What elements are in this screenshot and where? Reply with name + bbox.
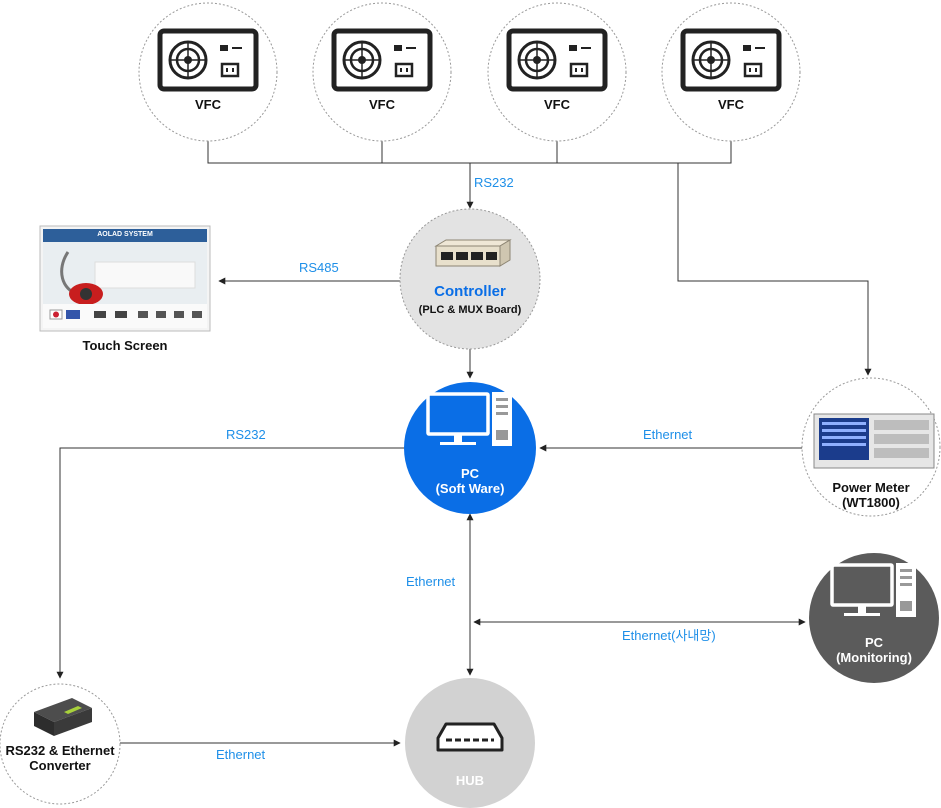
touch-screen-device (39, 225, 211, 332)
inverter-icon (334, 31, 430, 89)
connector-lines (56, 140, 872, 747)
vfc-label: VFC (718, 97, 744, 112)
controller-title: Controller (434, 283, 506, 300)
link-label-rs485: RS485 (299, 260, 339, 275)
hub-node (405, 678, 535, 808)
vfc-node (312, 2, 452, 142)
power-meter-device-icon (813, 413, 935, 469)
inverter-icon (509, 31, 605, 89)
power-meter-line1: Power Meter (832, 480, 910, 495)
hub-icon (436, 722, 504, 752)
converter-label: RS232 & Ethernet Converter (0, 743, 120, 774)
link-label-rs232-left: RS232 (226, 427, 266, 442)
controller-device-icon (434, 239, 512, 267)
converter-node (0, 683, 121, 805)
pc-monitoring-line2: (Monitoring) (836, 649, 912, 665)
link-label-ethernet-intranet: Ethernet(사내망) (622, 628, 716, 643)
hub-label: HUB (455, 773, 485, 788)
controller-node (399, 208, 541, 350)
vfc-label: VFC (369, 97, 395, 112)
inverter-icon (683, 31, 779, 89)
link-label-ethernet-meter: Ethernet (643, 427, 693, 442)
vfc-node (661, 2, 801, 142)
vfc-label: VFC (195, 97, 221, 112)
power-meter-label: Power Meter (WT1800) (811, 480, 931, 511)
inverter-icon (160, 31, 256, 89)
converter-line1: RS232 & Ethernet (5, 743, 115, 758)
pc-main-line2: (Soft Ware) (435, 480, 505, 496)
pc-main-line1: PC (460, 466, 480, 481)
converter-device-icon (34, 698, 92, 736)
pc-monitoring-label: PC (Monitoring) (814, 635, 934, 666)
power-meter-node (801, 377, 941, 517)
vfc-node (487, 2, 627, 142)
pc-monitoring-node (809, 553, 939, 683)
vfc-node (138, 2, 278, 142)
controller-subtitle: (PLC & MUX Board) (418, 304, 522, 316)
link-label-ethernet-converter: Ethernet (216, 747, 266, 762)
power-meter-line2: (WT1800) (842, 494, 900, 510)
link-label-ethernet-hub: Ethernet (406, 574, 456, 589)
pc-monitoring-line1: PC (864, 635, 884, 650)
vfc-label: VFC (544, 97, 570, 112)
pc-main-label: PC (Soft Ware) (410, 466, 530, 497)
pc-software-node (404, 382, 536, 514)
touch-screen-label: Touch Screen (82, 338, 168, 353)
link-label-rs232-top: RS232 (474, 175, 514, 190)
touch-screen-header-text: AOLAD SYSTEM (97, 231, 153, 238)
converter-line2: Converter (29, 757, 91, 773)
